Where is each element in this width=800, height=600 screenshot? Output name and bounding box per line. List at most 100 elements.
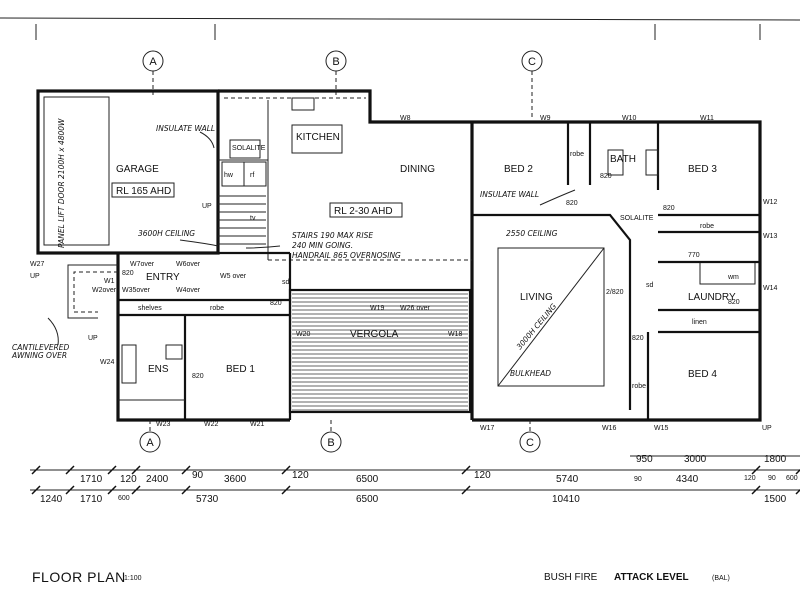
leader-awning: [47, 317, 59, 346]
leader-stairs: [245, 245, 281, 249]
label-robe-bed4: robe: [632, 383, 646, 390]
dim-2400: 2400: [146, 474, 169, 485]
garage-rl-box: [111, 182, 175, 198]
dimension-tick: [181, 465, 191, 475]
dim-120-a: 120: [120, 474, 137, 485]
bal-prefix: BUSH FIRE: [544, 572, 598, 583]
dim-950: 950: [636, 454, 653, 465]
svg-text:A: A: [149, 56, 157, 68]
living-hall-wall: [472, 213, 632, 410]
label-robe-entry: robe: [210, 305, 224, 312]
drawing-title-block: FLOOR PLAN 1:100 BUSH FIRE ATTACK LEVEL …: [32, 569, 730, 585]
label-rf: rf: [250, 172, 254, 179]
room-bed3: BED 3: [688, 164, 717, 175]
dim-120-b: 120: [292, 470, 309, 481]
dim-5740: 5740: [556, 474, 579, 485]
door-2-820: 2/820: [606, 289, 624, 296]
label-up-east: UP: [762, 425, 772, 432]
label-up-west: UP: [30, 273, 40, 280]
label-robe-bed2: robe: [570, 151, 584, 158]
window-w20: W20: [296, 331, 311, 338]
window-w18: W18: [448, 331, 463, 338]
room-laundry: LAUNDRY: [688, 292, 736, 303]
window-w12: W12: [763, 199, 778, 206]
label-hw: hw: [224, 172, 234, 179]
sheet-top-edge: [0, 17, 800, 21]
label-tv: tv: [250, 215, 256, 222]
dimension-tick: [461, 485, 471, 495]
dimension-tick: [131, 465, 141, 475]
note-panel-lift-door: PANEL LIFT DOOR 2100H x 4800W: [57, 118, 66, 248]
note-stairs-1: STAIRS 190 MAX RISE: [292, 231, 373, 240]
door-820-entry: 820: [122, 270, 134, 277]
dimension-tick: [281, 485, 291, 495]
drawing-title: FLOOR PLAN: [32, 569, 126, 585]
label-sd-laundry: sd: [646, 282, 654, 289]
garage-rl: RL 165 AHD: [116, 186, 171, 197]
dimension-tick: [751, 465, 761, 475]
window-w10: W10: [622, 115, 637, 122]
window-w26: W26 over: [400, 305, 431, 312]
note-stairs-2: 240 MIN GOING.: [292, 241, 353, 250]
room-kitchen: KITCHEN: [296, 132, 340, 143]
bulkhead-diagonal: [497, 247, 605, 387]
dim-1240: 1240: [40, 494, 63, 505]
door-820-bath: 820: [600, 173, 612, 180]
dimension-tick: [751, 485, 761, 495]
window-w24: W24: [100, 359, 115, 366]
window-w16: W16: [602, 425, 617, 432]
door-820-bed2: 820: [566, 200, 578, 207]
dim-600-a: 600: [118, 495, 130, 502]
note-insulate-wall-1: INSULATE WALL: [156, 124, 215, 133]
dim-3000: 3000: [684, 454, 707, 465]
note-cantilevered-2: AWNING OVER: [11, 351, 67, 360]
room-garage: GARAGE: [116, 164, 159, 175]
bath-wc: [645, 149, 659, 176]
awning-outline: [67, 264, 118, 319]
window-w2: W2over: [92, 287, 117, 294]
west-block-walls: [116, 253, 290, 422]
window-w19: W19: [370, 305, 385, 312]
dim-4340: 4340: [676, 474, 699, 485]
window-w14: W14: [763, 285, 778, 292]
dim-120-d: 120: [744, 475, 756, 482]
dimension-tick: [795, 488, 800, 495]
grid-marker-b-top: B: [325, 50, 347, 95]
door-820-bed4: 820: [632, 335, 644, 342]
note-cantilevered-1: CANTILEVERED: [12, 343, 70, 352]
kitchen-window-box: [291, 97, 315, 111]
note-stairs-3: HANDRAIL 865 OVERNOSING: [292, 251, 401, 260]
window-w27: W27: [30, 261, 45, 268]
leader-ceiling-3600: [179, 239, 219, 247]
leader-insulate-2: [539, 189, 576, 206]
svg-text:A: A: [146, 437, 154, 449]
dimension-tick: [461, 465, 471, 475]
dining-rl-box: [329, 202, 403, 218]
dim-90-b: 90: [634, 476, 642, 483]
leader-insulate-1: [199, 131, 215, 149]
dim-120-c: 120: [474, 470, 491, 481]
garage-door-panel: [43, 96, 110, 246]
svg-text:B: B: [332, 56, 339, 68]
ens-vanity: [165, 344, 183, 360]
window-w21: W21: [250, 421, 265, 428]
awning-inner: [73, 271, 118, 313]
grid-marker-c-bottom: C: [519, 420, 541, 453]
label-solalite-kitchen: SOLALITE: [232, 145, 266, 152]
room-dining: DINING: [400, 164, 435, 175]
door-820-bed3: 820: [663, 205, 675, 212]
grid-marker-c-top: C: [521, 50, 543, 120]
dim-6500-b: 6500: [356, 494, 379, 505]
window-w11: W11: [700, 115, 714, 122]
note-ceiling-2550: 2550 CEILING: [506, 229, 558, 238]
dim-3600: 3600: [224, 474, 247, 485]
vergola-outline: [288, 288, 472, 414]
label-robe-bed3: robe: [700, 223, 714, 230]
room-bed1: BED 1: [226, 364, 255, 375]
label-wm: wm: [727, 274, 739, 281]
door-820-bed1: 820: [192, 373, 204, 380]
dim-6500-a: 6500: [356, 474, 379, 485]
label-shelves: shelves: [138, 305, 162, 312]
bal-suffix: (BAL): [712, 575, 730, 582]
